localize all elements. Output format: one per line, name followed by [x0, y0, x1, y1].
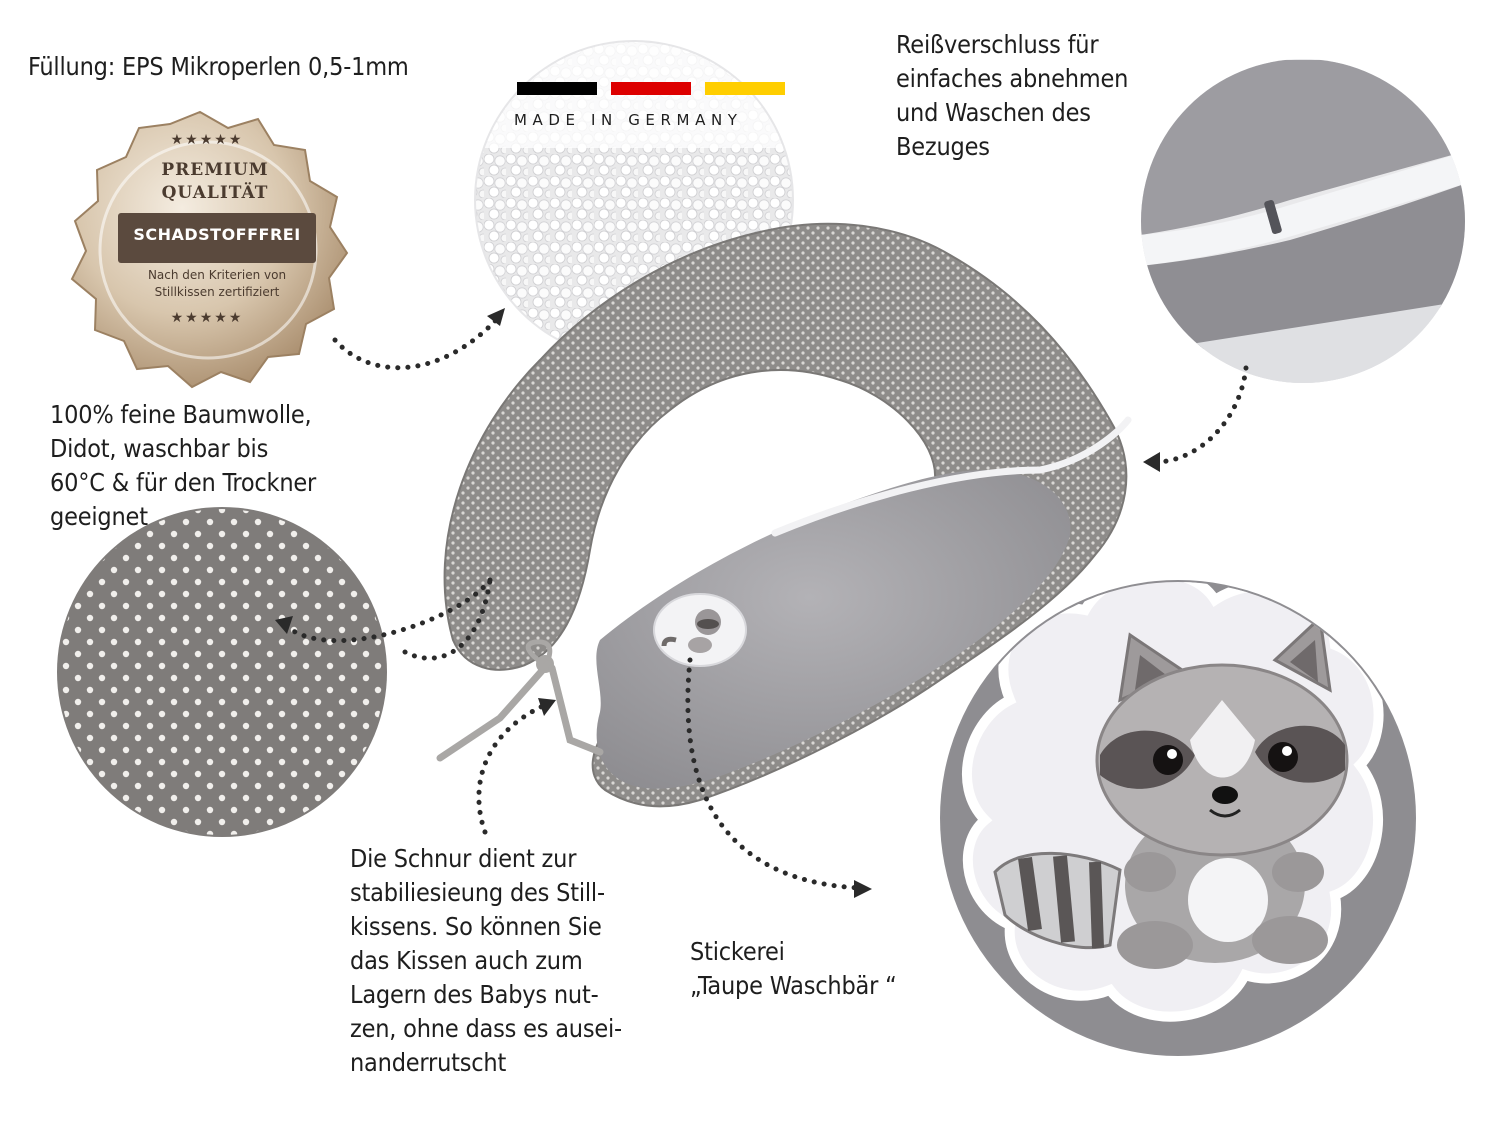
arrow-fabric: [402, 577, 493, 661]
arrow-beads: [332, 315, 501, 371]
seal-schadstofffrei: SCHADSTOFFFREI: [133, 225, 301, 244]
seal-stars-bottom: ★★★★★: [170, 310, 244, 326]
seal-qualitaet: QUALITÄT: [161, 183, 269, 203]
caption-cord: Die Schnur dient zur stabiliesieung des …: [350, 844, 622, 1077]
arrow-head-fabric: [275, 616, 293, 634]
fabric-closeup: [57, 507, 387, 837]
seal-band: [118, 213, 316, 263]
premium-seal: [70, 110, 349, 389]
caption-filling: Füllung: EPS Mikroperlen 0,5-1mm: [28, 52, 409, 81]
seal-criteria-1: Nach den Kriterien von: [147, 268, 287, 282]
pillow-cord-ties: [436, 639, 604, 762]
flag-stripe-red: [611, 82, 691, 95]
seal-criteria-2: Stillkissen zertifiziert: [154, 285, 280, 299]
arrow-head-cord: [538, 698, 556, 716]
arrow-zipper: [1155, 365, 1249, 465]
arrow-fabric-b: [282, 577, 493, 643]
flag-stripe-black: [517, 82, 597, 95]
arrow-head-embroidery: [854, 880, 872, 898]
arrow-head-zipper: [1143, 452, 1160, 472]
pillow-piping: [771, 416, 1132, 537]
arrow-embroidery: [685, 657, 863, 891]
caption-cotton: 100% feine Baumwolle, Didot, waschbar bi…: [50, 400, 317, 531]
pillow-body: [443, 222, 1128, 808]
seal-stars-top: ★★★★★: [170, 132, 244, 148]
pillow-raccoon-patch: [653, 593, 747, 667]
caption-embroidery: Stickerei „Taupe Waschbär “: [690, 937, 897, 1000]
arrow-heads: [275, 308, 1160, 898]
zipper-closeup: [1141, 59, 1465, 383]
caption-zipper: Reißverschluss für einfaches abnehmen un…: [896, 30, 1129, 161]
embroidery-closeup: [940, 580, 1416, 1056]
arrow-cord: [476, 702, 548, 835]
made-in-germany-label: MADE IN GERMANY: [514, 111, 743, 129]
pointer-arrows: [282, 315, 1249, 891]
arrow-head-beads: [487, 308, 505, 326]
seal-premium: PREMIUM: [161, 160, 269, 180]
nursing-pillow: [436, 222, 1132, 808]
pillow-plain-panel: [596, 470, 1071, 789]
raccoon-tail: [993, 851, 1122, 950]
raccoon-head: [1095, 614, 1349, 857]
flag-stripe-gold: [705, 82, 785, 95]
